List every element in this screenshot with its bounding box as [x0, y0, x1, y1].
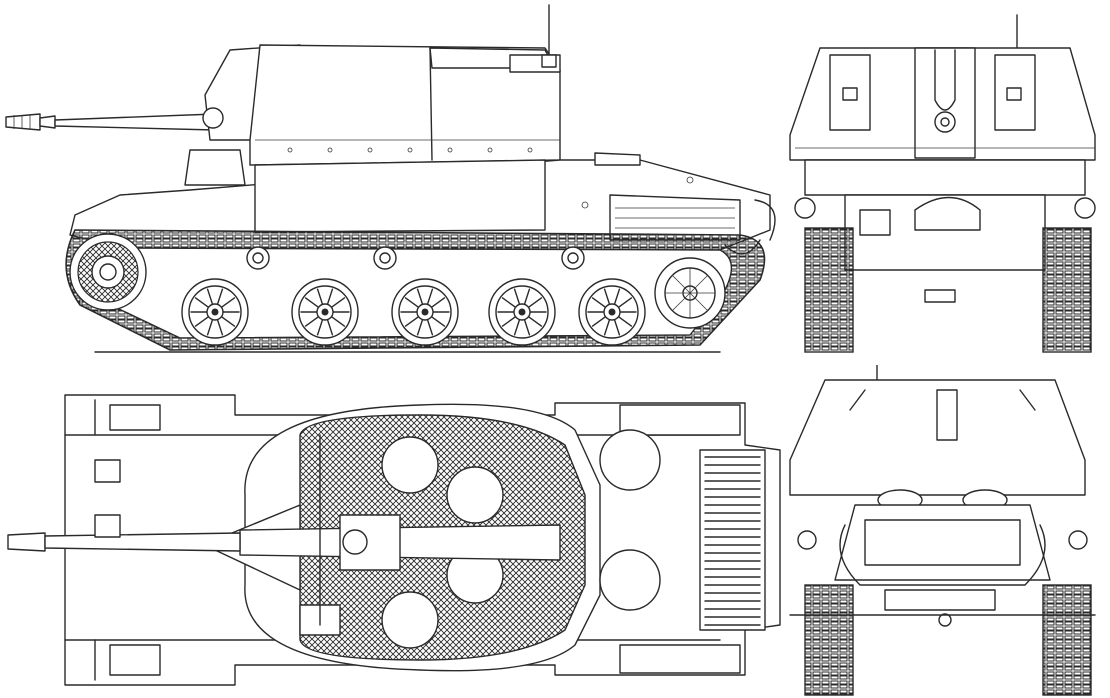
side-superstructure — [184, 4, 561, 186]
track-segment — [804, 227, 854, 353]
side-view — [0, 0, 790, 365]
road-wheel — [391, 278, 459, 346]
side-return-rollers — [246, 246, 585, 270]
road-wheel — [488, 278, 556, 346]
side-road-wheels — [181, 278, 646, 346]
front-tracks — [804, 227, 1092, 353]
rear-tracks — [804, 584, 1092, 696]
track-segment — [1042, 584, 1092, 696]
engine-deck-grille — [704, 456, 761, 626]
top-view — [0, 375, 790, 698]
front-view — [785, 0, 1110, 360]
return-roller — [246, 246, 270, 270]
rear-view — [785, 365, 1110, 698]
track-segment — [1042, 227, 1092, 353]
road-wheel — [181, 278, 249, 346]
return-roller — [561, 246, 585, 270]
side-gun — [5, 113, 216, 131]
side-idler-wheel — [69, 233, 147, 311]
rear-view-drawing — [789, 365, 1096, 696]
top-view-drawing — [7, 394, 781, 686]
road-wheel — [291, 278, 359, 346]
side-view-drawing — [5, 4, 776, 353]
side-drive-sprocket — [654, 257, 726, 329]
return-roller — [373, 246, 397, 270]
front-view-drawing — [789, 14, 1096, 353]
road-wheel — [578, 278, 646, 346]
track-segment — [804, 584, 854, 696]
